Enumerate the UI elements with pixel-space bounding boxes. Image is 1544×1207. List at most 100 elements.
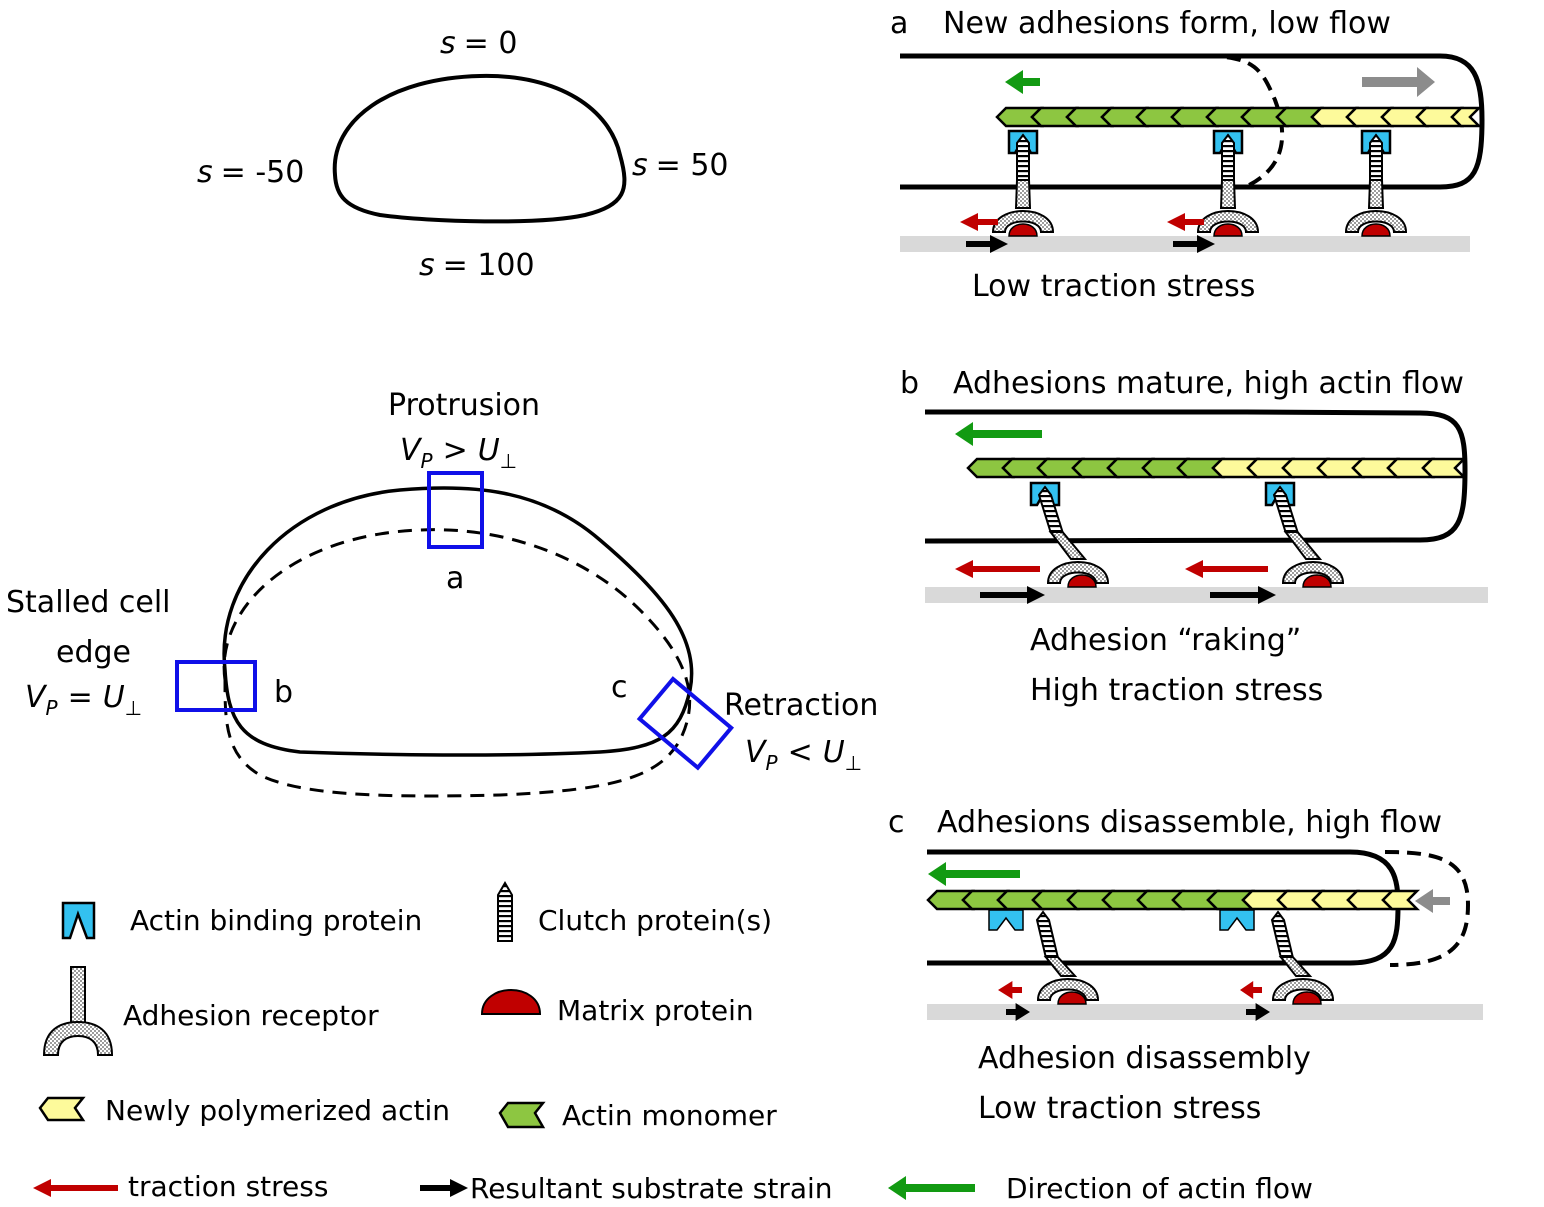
arrow-shape: [1005, 70, 1040, 94]
adhesion-receptor-arch: [1046, 561, 1110, 584]
adhesion-receptor-stalk: [1048, 531, 1088, 560]
substrate-strain-arrow: [1210, 586, 1276, 604]
region-box-b[interactable]: [175, 660, 257, 712]
panel-b-adhesion: [1264, 481, 1345, 588]
traction-stress-arrow: [998, 981, 1022, 999]
arrow-shape: [998, 981, 1022, 999]
adhesion-receptor-arch: [1036, 978, 1100, 1001]
legend-actin-flow: Direction of actin flow: [1006, 1172, 1313, 1205]
new-actin-segment: [1421, 457, 1468, 479]
adhesion-receptor-icon: [42, 966, 114, 1056]
clutch-protein: [1270, 910, 1295, 958]
clutch-protein: [1221, 133, 1235, 181]
panel-c-actin-filament: [926, 889, 1421, 911]
stalled-title-line2: edge: [56, 635, 131, 670]
arrow-shape: [420, 1179, 468, 1197]
panel-a-adhesion: [991, 129, 1055, 237]
arrow-shape: [1006, 1003, 1030, 1021]
adhesion-receptor-stalk: [1043, 956, 1078, 977]
traction-stress-arrow: [1167, 213, 1204, 231]
legend: Actin binding protein Clutch protein(s) …: [33, 881, 1313, 1205]
substrate-strain-arrow: [1246, 1003, 1270, 1021]
legend-actin-binding-protein: Actin binding protein: [130, 904, 422, 937]
adhesion-receptor-arch: [1281, 561, 1345, 584]
arrow-shape: [960, 213, 998, 231]
adhesion-receptor-arch: [991, 210, 1055, 233]
actin-binding-protein-open: [988, 909, 1024, 931]
matrix-protein: [1057, 991, 1087, 1005]
protrusion-title: Protrusion: [388, 388, 540, 423]
panel-a-actin-filament: [995, 106, 1483, 128]
matrix-protein-icon: [480, 988, 542, 1015]
actin-binding-protein-open: [1219, 909, 1255, 931]
arrow-shape: [1167, 213, 1204, 231]
arrow-shape: [1173, 235, 1215, 253]
panel-c-previous-edge: [1384, 850, 1471, 967]
panel-c: c Adhesions disassemble, high flow Adhes…: [888, 805, 1483, 1126]
retraction-relation: VP<U⊥: [745, 735, 862, 775]
arrow-shape: [1240, 981, 1262, 999]
panel-b-adhesion: [1029, 481, 1110, 588]
substrate-strain-arrow: [1173, 235, 1215, 253]
actin-flow-arrow: [1005, 70, 1040, 94]
box-letter-a: a: [446, 561, 464, 596]
actin-flow-arrow: [928, 862, 1020, 886]
adhesion-receptor-stalk: [1283, 531, 1323, 560]
polymerization-arrow: [1362, 67, 1435, 97]
substrate-strain-legend-arrow: [420, 1179, 468, 1197]
panel-b-caption-2: High traction stress: [1030, 673, 1323, 708]
panel-c-caption-2: Low traction stress: [978, 1091, 1261, 1126]
adhesion-receptor-arch: [1344, 210, 1408, 233]
panel-b-membrane: [924, 409, 1468, 544]
panel-b-title: Adhesions mature, high actin flow: [953, 366, 1464, 401]
legend-new-actin: Newly polymerized actin: [105, 1094, 450, 1127]
panel-a: a New adhesions form, low flow Low tract…: [890, 6, 1485, 304]
panel-a-letter: a: [890, 6, 908, 41]
legend-actin-monomer: Actin monomer: [562, 1099, 777, 1132]
legend-traction-stress: traction stress: [128, 1170, 328, 1203]
label-s50: s= 50: [632, 148, 729, 183]
retraction-title: Retraction: [724, 688, 878, 723]
matrix-protein: [1067, 574, 1097, 588]
new-actin-segment: [1381, 889, 1421, 911]
matrix-protein: [1008, 223, 1038, 237]
region-box-c[interactable]: [636, 676, 735, 771]
panel-a-title: New adhesions form, low flow: [943, 6, 1391, 41]
panel-c-substrate: [927, 1004, 1483, 1020]
matrix-protein: [1302, 574, 1332, 588]
arrow-shape: [966, 235, 1008, 253]
box-letter-b: b: [274, 675, 293, 710]
matrix-protein: [1361, 223, 1391, 237]
panel-a-membrane: [900, 53, 1485, 190]
s-coordinate-diagram: s= 0 s= -50 s= 50 s= 100: [197, 26, 729, 283]
panel-c-actin-binding-protein: [1219, 909, 1255, 931]
arrow-shape: [955, 560, 1040, 578]
clutch-protein: [1369, 133, 1383, 181]
traction-stress-legend-arrow: [33, 1179, 118, 1197]
panel-a-adhesion: [1196, 129, 1260, 237]
substrate-strain-arrow: [1006, 1003, 1030, 1021]
panel-c-adhesion: [1035, 910, 1100, 1005]
panel-c-title: Adhesions disassemble, high flow: [937, 805, 1442, 840]
label-s-minus50: s= -50: [197, 155, 304, 190]
label-s0: s= 0: [440, 26, 517, 61]
panel-b-caption-1: Adhesion “raking”: [1030, 623, 1301, 658]
new-actin-icon: [38, 1096, 86, 1122]
arrow-shape: [980, 586, 1045, 604]
region-box-a[interactable]: [427, 471, 484, 549]
adhesion-receptor-stalk: [1219, 179, 1237, 209]
arrow-shape: [955, 422, 1042, 446]
current-cell-outline: [222, 486, 694, 757]
arrow-shape: [888, 1176, 975, 1200]
actin-flow-legend-arrow: [888, 1176, 975, 1200]
panel-c-caption-1: Adhesion disassembly: [978, 1041, 1311, 1076]
traction-stress-arrow: [955, 560, 1040, 578]
matrix-protein: [1213, 223, 1243, 237]
legend-matrix-protein: Matrix protein: [557, 994, 754, 1027]
adhesion-receptor-stalk: [1278, 956, 1313, 977]
legend-adhesion-receptor: Adhesion receptor: [123, 999, 379, 1032]
previous-cell-outline: [222, 528, 692, 798]
legend-substrate-strain: Resultant substrate strain: [470, 1172, 833, 1205]
retraction-arrow: [1415, 889, 1450, 913]
matrix-protein: [1292, 991, 1322, 1005]
